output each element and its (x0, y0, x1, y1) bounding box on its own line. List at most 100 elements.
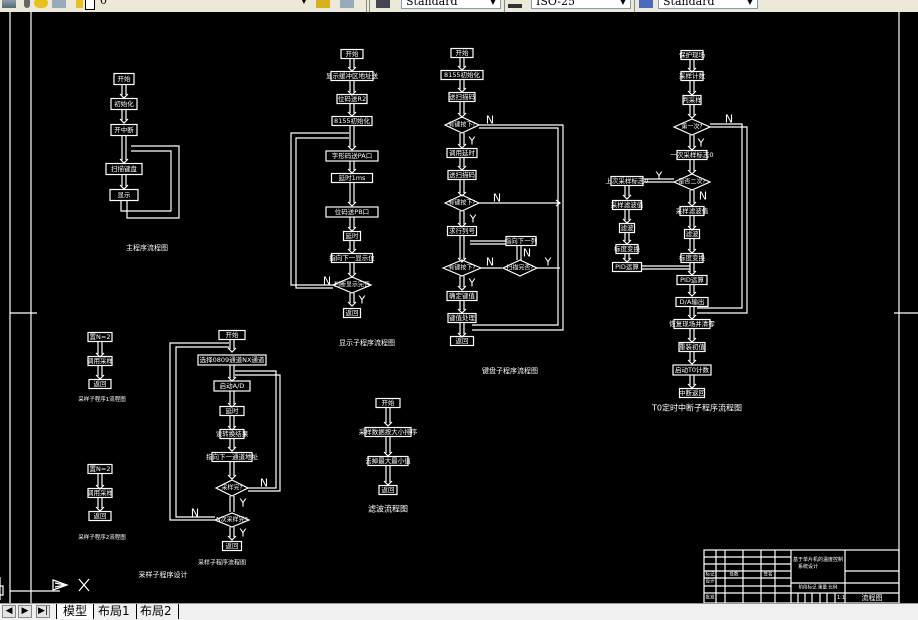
flow-box (88, 510, 112, 522)
tab-layout2[interactable]: 布局2 (134, 604, 179, 619)
layer-sun-icon[interactable] (34, 0, 48, 8)
first-tab-button[interactable]: ◀ (2, 605, 16, 618)
text-style-dropdown[interactable]: Standard ▼ (401, 0, 501, 9)
layer-color-icon[interactable] (76, 0, 83, 8)
flow-box (113, 72, 135, 86)
flow-box (672, 364, 712, 376)
flow-line (697, 123, 743, 309)
table-style-dropdown[interactable]: Standard ▼ (658, 0, 758, 9)
flow-yn-label: Y (239, 497, 247, 510)
flow-decision-label: 判断显示完否 (334, 281, 370, 289)
flow-box-label: 采样数据按大小排序 (359, 427, 418, 436)
flow-box (448, 91, 476, 103)
tab-layout1[interactable]: 布局1 (92, 604, 137, 619)
flow-line (295, 137, 349, 289)
flow-box (610, 175, 644, 187)
flow-box (679, 205, 705, 217)
flow-arrow-head (95, 506, 105, 512)
layer-previous-icon[interactable] (340, 0, 354, 8)
text-style-icon[interactable] (376, 0, 390, 8)
flow-box (615, 243, 639, 255)
flow-decision-label: 扫描完否? (506, 264, 533, 272)
tab-model[interactable]: 模型 (56, 604, 95, 619)
flow-box-label: 返回 (346, 309, 359, 317)
flowchart-title: 滤波流程图 (368, 504, 408, 514)
flow-arrow-head (119, 158, 129, 164)
layer-lock-icon[interactable] (52, 0, 66, 8)
flow-arrow-head (687, 90, 697, 96)
flow-yn-label: Y (655, 170, 663, 183)
flow-box-label: 保护现场 (679, 50, 706, 59)
flow-yn-label: N (699, 190, 707, 203)
flow-box-label: 重装初值 (679, 342, 706, 351)
flow-box-label: 指向下一显示位 (329, 253, 375, 262)
flow-box (325, 206, 379, 218)
chevron-down-icon: ▼ (489, 0, 496, 6)
flow-line (169, 342, 229, 521)
flow-box-label: 判采样 (682, 95, 702, 104)
flow-line (697, 126, 748, 314)
table-style-icon[interactable] (639, 0, 653, 8)
flow-box-label: 开始 (346, 49, 360, 58)
layer-color-swatch[interactable] (85, 0, 95, 10)
dim-style-dropdown[interactable]: ISO-25 ▼ (531, 0, 631, 9)
flow-box-label: 采样计数 (679, 71, 706, 80)
next-tab-button[interactable]: ▶ (18, 605, 32, 618)
title-block-label: 处数 (730, 571, 739, 578)
flow-box (673, 318, 711, 330)
properties-toolbar: 0 ▼ Standard ▼ ISO-25 ▼ Standard ▼ (0, 0, 918, 13)
flowchart-title: 显示子程序流程图 (339, 338, 395, 347)
dim-style-value: ISO-25 (536, 0, 576, 8)
flow-arrow-head (687, 291, 697, 297)
flow-box-label: 送扫描码 (449, 170, 476, 179)
flow-arrow-head (457, 65, 467, 71)
flow-box (213, 380, 251, 392)
layer-manager-icon[interactable] (2, 0, 16, 8)
flow-box-label: 启动A/D (220, 381, 245, 390)
flowchart-title: 主程序流程图 (126, 243, 168, 252)
dimension-style-icon[interactable] (508, 4, 522, 8)
flow-decision-label: 是否二次? (678, 178, 705, 186)
flow-box-label: 开始 (118, 74, 132, 83)
flow-arrow-head (622, 257, 632, 263)
title-block-project: 系统设计 (798, 563, 818, 570)
flow-box (330, 172, 374, 184)
flow-arrow-head (347, 226, 357, 232)
flow-line (175, 346, 229, 518)
flow-arrow-head (457, 191, 467, 197)
flow-arrow-head (687, 145, 697, 151)
flow-arrow-head (347, 168, 357, 174)
flow-box-label: 置N=2 (90, 465, 111, 473)
last-tab-button[interactable]: ▶| (36, 605, 50, 618)
flow-arrow-head (383, 451, 393, 457)
flow-decision (213, 512, 251, 528)
title-block-project: 基于单片机的温度控制 (793, 556, 843, 563)
layer-dropdown[interactable]: 0 ▼ (96, 0, 311, 9)
make-layer-current-icon[interactable] (316, 0, 330, 8)
drawing-svg[interactable]: 开始初始化开中断扫描键盘显示主程序流程图开始显示缓冲区地址送位码送R28155初… (0, 12, 918, 603)
flow-arrow-head (227, 446, 237, 452)
layer-bulb-icon[interactable] (24, 0, 30, 8)
flow-box-label: 置N=2 (90, 333, 111, 341)
flow-box-label: 恢复现场并清零 (669, 319, 715, 328)
flow-arrow-head (687, 337, 697, 343)
flow-arrow-head (457, 308, 467, 314)
flow-box (197, 354, 267, 366)
flow-box (325, 150, 379, 162)
flow-box-label: 一次采样标志0 (670, 150, 713, 159)
flow-box-label: 选择0809通道NX通道 (200, 355, 265, 364)
flowchart-title: T0定时中断子程序流程图 (651, 403, 742, 413)
flow-yn-label: Y (469, 213, 477, 226)
flow-box-label: 键值处理 (449, 313, 476, 322)
flow-box (221, 540, 243, 552)
chevron-down-icon: ▼ (300, 0, 307, 5)
title-block-label: 批准 (706, 594, 715, 601)
flow-decision-label: 有键按下? (448, 199, 475, 207)
flowchart-caption: 采样子程序设计 (139, 570, 188, 579)
flow-arrow-head (347, 66, 357, 72)
flow-yn-label: N (486, 114, 494, 127)
flow-box (678, 341, 706, 353)
flow-arrow-head (687, 248, 697, 254)
